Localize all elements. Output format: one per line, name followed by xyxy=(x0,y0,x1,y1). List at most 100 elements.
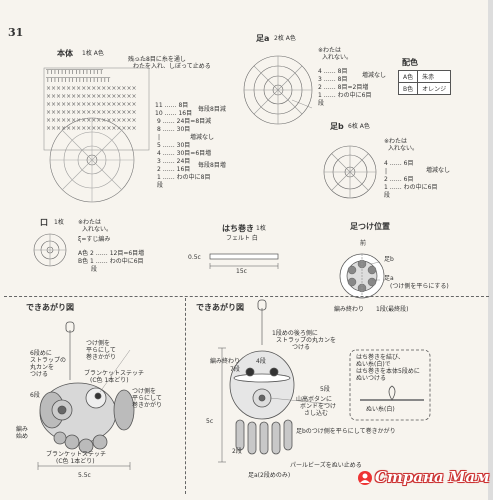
section-divider xyxy=(4,296,489,297)
fr-row4: 4段 xyxy=(256,358,266,365)
fl-start-1: 編み xyxy=(16,426,29,433)
foot-b-chart xyxy=(323,145,377,199)
foot-pos-b: 足b xyxy=(384,256,394,263)
fr-strap-3: つける xyxy=(292,344,311,351)
fr-row5: 5段 xyxy=(320,386,330,393)
color-a-name: A色 xyxy=(397,70,419,83)
foot-a-row-3: 3 …… 8目 xyxy=(318,76,348,83)
foot-pos-title: 足つけ位置 xyxy=(350,222,390,231)
fr-headband-3: はち巻きを本体5段めに xyxy=(356,368,420,375)
body-row-5: 5 …… 30目 xyxy=(157,142,191,149)
fl-attach-1: つけ側を xyxy=(132,388,157,395)
body-row-8: 8 …… 30目 xyxy=(157,126,191,133)
headband-title: はち巻き xyxy=(222,224,254,233)
mouth-row-1: B色 1 …… わの中に6目 xyxy=(78,258,144,265)
body-row-3: 3 …… 24目 xyxy=(157,158,191,165)
foot-b-row-4-note: 増減なし xyxy=(426,167,451,174)
foot-b-row-4: 4 …… 6目 xyxy=(384,160,414,167)
fl-blanket-1b: (C色 1本どり) xyxy=(90,377,129,384)
fr-headband-2: ぬい糸(白)で xyxy=(356,361,391,368)
svg-text:××××××××××××××××××: ×××××××××××××××××× xyxy=(46,85,137,92)
fr-strap-2: ストラップの丸カンを xyxy=(276,337,337,344)
foot-b-row-1: 1 …… わの中に6目 xyxy=(384,184,438,191)
fl-strap-1: 6段めに xyxy=(30,350,52,357)
body-row-2: 2 …… 16目 xyxy=(157,166,191,173)
color-row-b: B色オレンジ xyxy=(397,82,452,95)
body-subtitle: 1枚 A色 xyxy=(82,50,104,57)
headband-material: フェルト 白 xyxy=(226,235,258,242)
body-row-4: 4 …… 30目=6目増 xyxy=(157,150,212,157)
mouth-note-1: ※わたは xyxy=(78,219,102,226)
fr-stitch: ぬい糸(白) xyxy=(366,406,395,413)
color-row-a: A色朱赤 xyxy=(397,70,452,83)
fl-flat-3: 巻きかがり xyxy=(86,354,117,361)
foot-a-row-4: 4 …… 8目 xyxy=(318,68,348,75)
color-b-value: オレンジ xyxy=(417,82,452,95)
finished-right-title: できあがり図 xyxy=(196,303,244,312)
foot-pos-front: 前 xyxy=(360,240,367,247)
page-number: 31 xyxy=(8,26,24,39)
body-row-1: 1 …… わの中に8目 xyxy=(157,174,211,181)
fr-button-3: さし込む xyxy=(304,410,329,417)
watermark-logo-icon xyxy=(358,471,372,485)
body-row-10: 10 …… 16目 xyxy=(155,110,193,117)
svg-text:TTTTTTTTTTTTTTTTTT: TTTTTTTTTTTTTTTTTT xyxy=(45,77,111,84)
body-row-3-note: 毎段8目増 xyxy=(198,162,226,169)
foot-a-subtitle: 2枚 A色 xyxy=(274,35,296,42)
finished-left-title: できあがり図 xyxy=(26,303,74,312)
foot-b-subtitle: 6枚 A色 xyxy=(348,123,370,130)
fl-blanket-2: ブランケットステッチ xyxy=(46,451,107,458)
mouth-title: 口 xyxy=(40,218,48,227)
column-divider xyxy=(185,298,186,494)
headband-length: 15c xyxy=(236,268,247,275)
color-table: A色朱赤 B色オレンジ xyxy=(397,70,452,95)
svg-text:××××××××××××××××××: ×××××××××××××××××× xyxy=(46,117,137,124)
foot-b-row-2: 2 …… 6目 xyxy=(384,176,414,183)
fr-button-1: 山高ボタンに xyxy=(296,396,333,403)
foot-a-row-unit: 段 xyxy=(318,100,325,107)
finished-left-figure xyxy=(37,321,135,470)
body-row-sep: | xyxy=(158,134,161,141)
fl-flat-1: つけ側を xyxy=(86,340,111,347)
fl-blanket-1: ブランケットステッチ xyxy=(84,370,145,377)
body-title: 本体 xyxy=(57,49,73,58)
svg-text:××××××××××××××××××: ×××××××××××××××××× xyxy=(46,109,137,116)
foot-pos-a-note: (つけ側を平らにする) xyxy=(390,283,449,290)
fl-start-2: 始め xyxy=(16,433,29,440)
foot-pos-a: 足a xyxy=(384,275,394,282)
color-b-name: B色 xyxy=(397,82,419,95)
foot-a-title: 足a xyxy=(256,34,270,43)
body-row-sep-note: 増減なし xyxy=(190,134,215,141)
foot-pos-row: 1段(最終段) xyxy=(376,306,409,313)
mouth-chart xyxy=(33,233,67,267)
svg-text:××××××××××××××××××: ×××××××××××××××××× xyxy=(46,125,137,132)
body-note-2: わたを入れ、しぼって止める xyxy=(133,63,211,70)
fr-strap-1: 1段めの後ろ側に xyxy=(272,330,318,337)
headband-height: 0.5c xyxy=(188,254,201,261)
fr-height: 5c xyxy=(206,418,214,425)
fl-blanket-2b: (C色 1本どり) xyxy=(56,458,95,465)
fl-flat-2: 平らにして xyxy=(86,347,116,354)
headband-shape xyxy=(209,253,279,269)
watermark-text: Страна Мам xyxy=(375,468,490,486)
page-edge xyxy=(488,0,493,500)
foot-a-note-2: 入れない。 xyxy=(322,54,353,61)
fr-beads: パールビーズをぬい止める xyxy=(290,462,362,469)
color-a-value: 朱赤 xyxy=(417,70,452,83)
fl-attach-2: 平らにして xyxy=(132,395,162,402)
mouth-note-2: 入れない。 xyxy=(82,226,113,233)
fl-strap-4: つける xyxy=(30,371,49,378)
foot-b-title: 足b xyxy=(330,122,344,131)
fr-foot-b: 足bのつけ側を平らにして巻きかがり xyxy=(296,428,396,435)
svg-text:TTTTTTTTTTTTTTTT: TTTTTTTTTTTTTTTT xyxy=(45,69,103,76)
fr-button-2: ボンドをつけ xyxy=(300,403,337,410)
body-chart: TTTTTTTTTTTTTTTT TTTTTTTTTTTTTTTTTT ××××… xyxy=(43,67,150,203)
foot-position-diagram xyxy=(339,253,385,299)
body-note-1: 残った8目に糸を通し xyxy=(128,56,186,63)
foot-a-row-1: 1 …… わの中に6目 xyxy=(318,92,372,99)
svg-text:××××××××××××××××××: ×××××××××××××××××× xyxy=(46,101,137,108)
body-row-11-note: 毎段8目減 xyxy=(198,106,226,113)
headband-subtitle: 1枚 xyxy=(256,225,266,232)
fl-strap-3: 丸カンを xyxy=(30,364,55,371)
